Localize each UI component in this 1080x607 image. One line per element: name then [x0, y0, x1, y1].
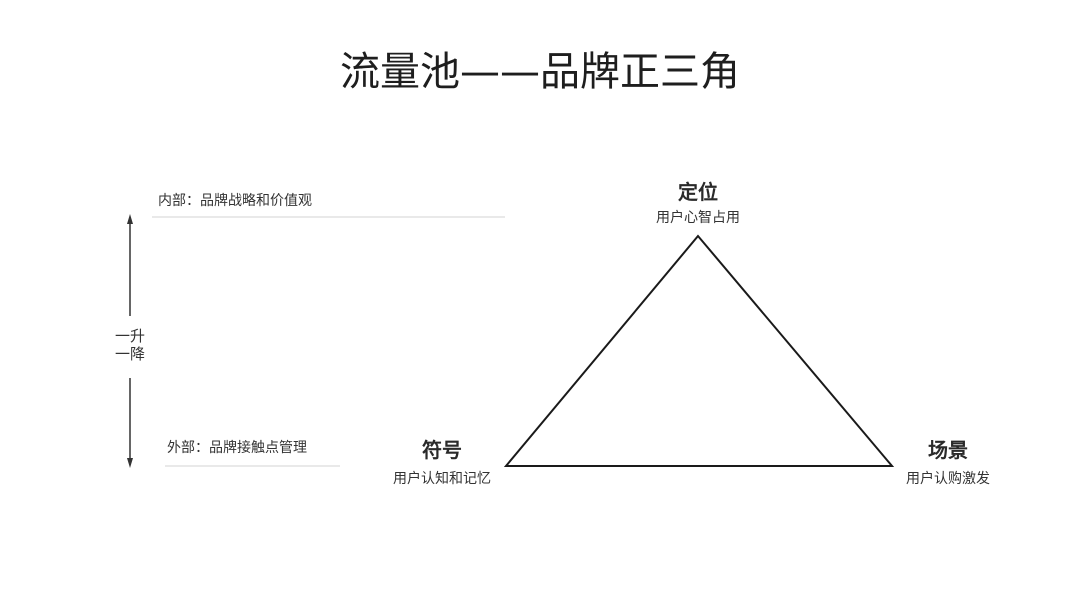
- outer-label: 外部：品牌接触点管理: [167, 440, 307, 456]
- inner-label: 内部：品牌战略和价值观: [158, 193, 312, 209]
- brand-triangle: [503, 234, 895, 467]
- double-arrow-icon: [127, 214, 133, 468]
- rise-label: 一升: [114, 327, 145, 345]
- page-title: 流量池——品牌正三角: [340, 49, 740, 95]
- fall-label: 一降: [114, 345, 145, 363]
- rise-fall-label: 一升 一降: [112, 327, 148, 363]
- node-scene-subtitle: 用户认购激发: [906, 471, 990, 487]
- node-symbol-title: 符号: [422, 438, 462, 462]
- node-scene-title: 场景: [928, 438, 968, 462]
- node-symbol-subtitle: 用户认知和记忆: [393, 471, 491, 487]
- node-positioning-subtitle: 用户心智占用: [656, 210, 740, 226]
- node-positioning-title: 定位: [678, 180, 718, 204]
